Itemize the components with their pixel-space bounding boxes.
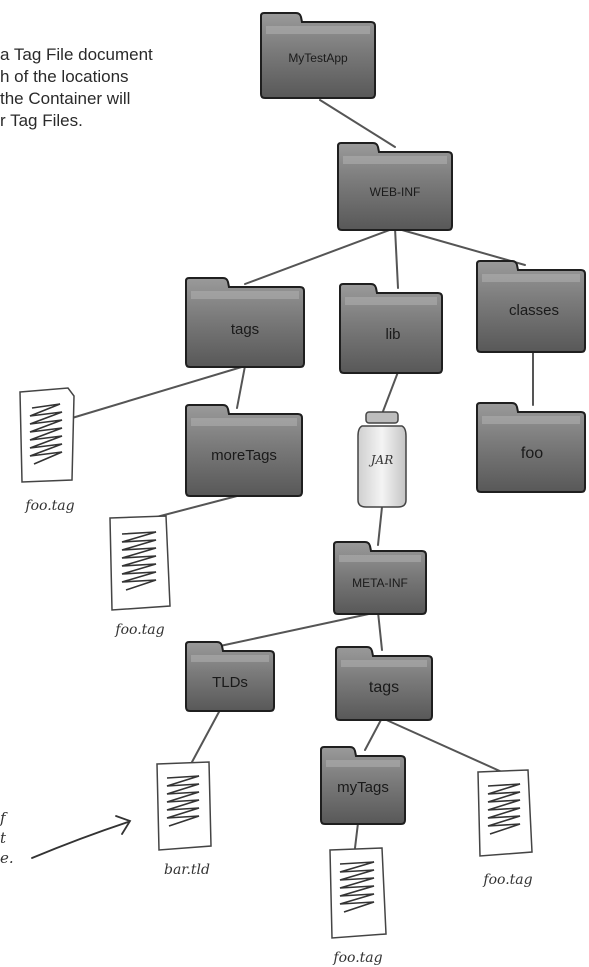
connector-tags-footag	[71, 365, 246, 419]
connector-webinf-lib	[394, 227, 399, 289]
connector-metainf-tlds	[219, 611, 379, 647]
folder-label: tags	[369, 679, 399, 696]
tree-connectors	[71, 99, 534, 849]
file-label: foo.tag	[114, 622, 164, 638]
file-foo-tag-1[interactable]: foo.tag	[19, 387, 75, 514]
connector-jartags-footag	[381, 717, 503, 773]
connector-webinf-tags	[244, 227, 396, 285]
folder-label: WEB-INF	[370, 185, 421, 199]
side-note-text: f t e.	[0, 809, 14, 867]
folder-lib[interactable]: lib	[339, 283, 443, 374]
connector-jar-metainf	[377, 506, 383, 546]
connector-webinf-classes	[394, 227, 526, 266]
folder-mytestapp[interactable]: MyTestApp	[260, 12, 376, 99]
folder-moretags[interactable]: moreTags	[185, 404, 303, 497]
folder-mytags[interactable]: myTags	[320, 746, 406, 825]
scribble-icon	[166, 775, 200, 827]
file-label: bar.tld	[164, 862, 210, 878]
file-bar-tld[interactable]: bar.tld	[156, 761, 212, 878]
scribble-icon	[339, 861, 375, 913]
folder-label: MyTestApp	[288, 51, 348, 65]
folder-label: classes	[509, 302, 559, 319]
scribble-icon	[29, 403, 63, 465]
folder-label: moreTags	[211, 447, 277, 464]
file-foo-tag-4[interactable]: foo.tag	[477, 769, 533, 888]
connector-mytestapp-webinf	[319, 99, 396, 148]
connector-metainf-jartags	[377, 611, 383, 651]
folder-label: META-INF	[352, 576, 408, 590]
jar-label: JAR	[368, 453, 394, 467]
folder-label: foo	[521, 445, 543, 462]
connector-jartags-mytags	[364, 717, 383, 751]
folder-foo[interactable]: foo	[476, 402, 586, 493]
folder-tags[interactable]: tags	[185, 277, 305, 368]
file-label: foo.tag	[332, 950, 382, 966]
scribble-icon	[487, 783, 521, 835]
connector-tlds-bartld	[191, 709, 221, 763]
folder-webinf[interactable]: WEB-INF	[337, 142, 453, 231]
folder-tlds[interactable]: TLDs	[185, 641, 275, 712]
connector-mytags-footag	[354, 822, 359, 849]
intro-text: a Tag File document h of the locations t…	[0, 45, 153, 130]
file-foo-tag-2[interactable]: foo.tag	[109, 515, 171, 638]
scribble-icon	[121, 531, 157, 591]
file-label: foo.tag	[24, 498, 74, 514]
folder-classes[interactable]: classes	[476, 260, 586, 353]
folder-label: TLDs	[212, 674, 248, 691]
arrow-icon	[31, 815, 132, 859]
folder-label: myTags	[337, 779, 389, 796]
connector-lib-jar	[381, 371, 399, 415]
folder-label: lib	[385, 326, 400, 343]
folder-jar-tags[interactable]: tags	[335, 646, 433, 721]
file-label: foo.tag	[482, 872, 532, 888]
connector-tags-moretags	[236, 365, 246, 409]
jar-file[interactable]: JAR	[357, 411, 407, 508]
folder-metainf[interactable]: META-INF	[333, 541, 427, 615]
file-foo-tag-3[interactable]: foo.tag	[329, 847, 387, 966]
folder-label: tags	[231, 321, 259, 338]
